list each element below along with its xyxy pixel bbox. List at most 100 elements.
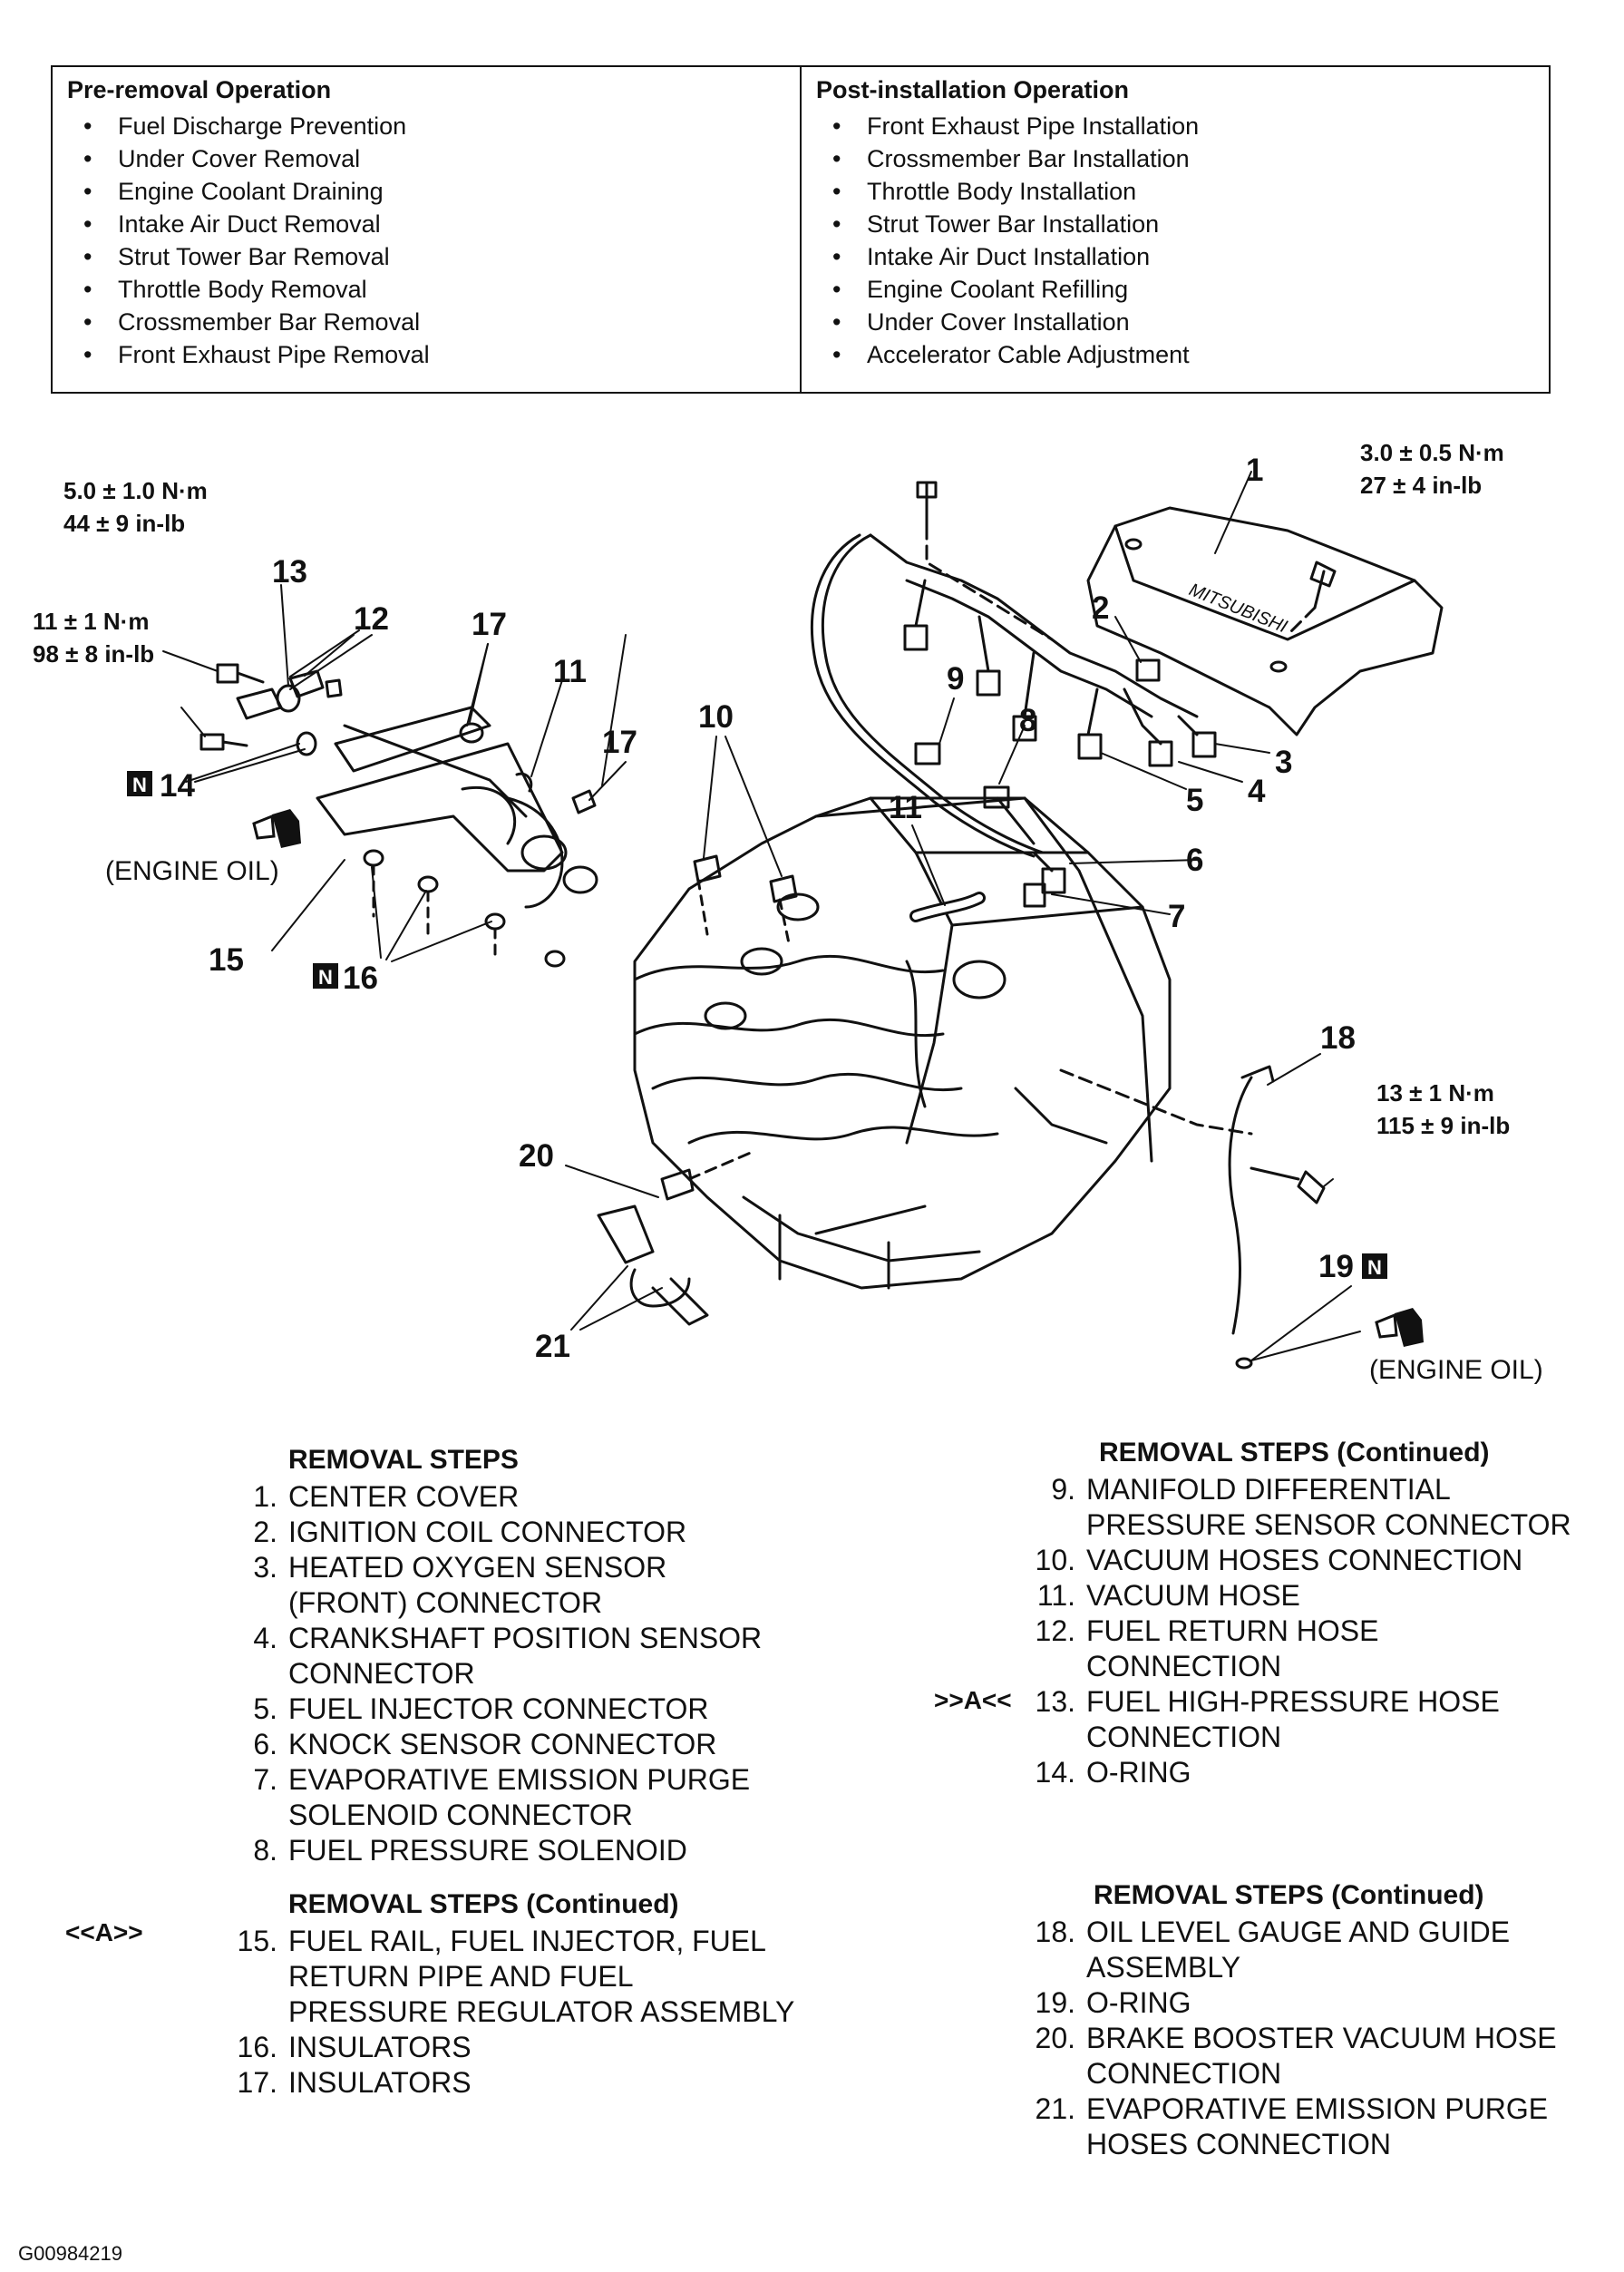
new-part-mark-icon (1362, 1253, 1387, 1279)
pre-removal-item: Engine Coolant Draining (83, 175, 785, 208)
step-number: 1. (253, 1480, 277, 1513)
bolt-drawing (216, 663, 265, 684)
new-part-mark: N (132, 774, 147, 796)
engine-oil-label: (ENGINE OIL) (105, 856, 279, 886)
step-text: O-RING (1086, 1986, 1191, 2019)
cover-logo-text: MITSUBISHI (1186, 580, 1290, 637)
callout-9: 9 (947, 661, 964, 697)
step-text: IGNITION COIL CONNECTOR (288, 1516, 687, 1548)
step-text: HEATED OXYGEN SENSOR (FRONT) CONNECTOR (288, 1551, 667, 1619)
step-number: 3. (253, 1551, 277, 1584)
callout-16: 16 (343, 960, 378, 996)
removal-steps-3: REMOVAL STEPS (Continued) 15.FUEL RAIL, … (227, 1887, 825, 2101)
removal-step: 20. BRAKE BOOSTER VACUUM HOSE CONNECTION (1025, 2021, 1605, 2092)
removal-step: 16. INSULATORS (227, 2030, 825, 2065)
step-number: 13. (1035, 1685, 1075, 1718)
step-text: MANIFOLD DIFFERENTIAL PRESSURE SENSOR CO… (1086, 1473, 1571, 1541)
callout-17: 17 (472, 607, 507, 642)
callout-14: 14 (160, 768, 195, 804)
callout-20: 20 (519, 1138, 554, 1174)
step-text: INSULATORS (288, 2031, 472, 2063)
pre-removal-column: Pre-removal Operation Fuel Discharge Pre… (53, 67, 800, 392)
post-installation-item: Under Cover Installation (832, 306, 1534, 338)
callout-5: 5 (1186, 783, 1203, 818)
step-text: EVAPORATIVE EMISSION PURGE SOLENOID CONN… (288, 1763, 751, 1831)
removal-steps-2: REMOVAL STEPS (Continued) 9.MANIFOLD DIF… (1025, 1435, 1605, 1790)
engine-block-drawing (633, 796, 1172, 1290)
torque-label: 98 ± 8 in-lb (33, 640, 154, 668)
callout-12: 12 (354, 601, 389, 637)
step-text: CENTER COVER (288, 1480, 520, 1513)
post-installation-list: Front Exhaust Pipe Installation Crossmem… (816, 110, 1534, 371)
step-number: 6. (253, 1728, 277, 1760)
callout-21: 21 (535, 1329, 570, 1364)
torque-label: 13 ± 1 N·m (1376, 1079, 1494, 1107)
step-number: 2. (253, 1516, 277, 1548)
step-text: BRAKE BOOSTER VACUUM HOSE CONNECTION (1086, 2022, 1557, 2090)
step-number: 12. (1035, 1614, 1075, 1647)
figure-code: G00984219 (18, 2242, 122, 2265)
step-text: OIL LEVEL GAUGE AND GUIDE ASSEMBLY (1086, 1916, 1511, 1984)
removal-steps-1: REMOVAL STEPS 1. CENTER COVER 2. IGNITION … (227, 1442, 825, 1868)
callout-13: 13 (272, 554, 307, 590)
step-number: 17. (237, 2066, 277, 2099)
post-installation-item: Crossmember Bar Installation (832, 142, 1534, 175)
removal-step: 12. FUEL RETURN HOSE CONNECTION (1025, 1614, 1605, 1684)
step-number: 8. (253, 1834, 277, 1867)
callout-10: 10 (698, 699, 734, 735)
torque-label: 115 ± 9 in-lb (1376, 1112, 1510, 1139)
engine-exploded-diagram: MITSUBISHI 5.0 ± 1.0 N·m 44 ± 9 in-lb 11… (33, 439, 1543, 1385)
new-part-mark: N (1367, 1256, 1382, 1279)
step-text: CRANKSHAFT POSITION SENSOR CONNECTOR (288, 1622, 763, 1690)
step-number: 4. (253, 1622, 277, 1654)
removal-steps-title: REMOVAL STEPS (288, 1445, 519, 1475)
removal-steps-title: REMOVAL STEPS (Continued) (1099, 1438, 1490, 1468)
bolt-drawing (199, 733, 248, 751)
step-text: VACUUM HOSE (1086, 1579, 1300, 1612)
removal-step: 1. CENTER COVER (227, 1479, 825, 1515)
post-installation-title: Post-installation Operation (816, 76, 1130, 103)
removal-step: 18. OIL LEVEL GAUGE AND GUIDE ASSEMBLY (1025, 1915, 1605, 1985)
step-text: EVAPORATIVE EMISSION PURGE HOSES CONNECT… (1086, 2092, 1549, 2160)
procedure-marker: <<A>> (65, 1918, 143, 1946)
torque-label: 44 ± 9 in-lb (63, 510, 185, 537)
bolt-drawing (1309, 561, 1337, 609)
step-text: FUEL PRESSURE SOLENOID (288, 1834, 687, 1867)
torque-label: 3.0 ± 0.5 N·m (1360, 439, 1504, 466)
removal-step: 17.INSULATORS (227, 2065, 825, 2101)
callout-4: 4 (1248, 774, 1266, 809)
new-part-mark-icon (313, 963, 338, 989)
removal-step: 2. IGNITION COIL CONNECTOR (227, 1515, 825, 1550)
callout-8: 8 (1019, 703, 1036, 738)
pre-removal-item: Front Exhaust Pipe Removal (83, 338, 785, 371)
callout-11: 11 (889, 790, 922, 825)
step-number: 16. (237, 2031, 277, 2063)
removal-step: 19.O-RING (1025, 1985, 1605, 2021)
pre-removal-title: Pre-removal Operation (67, 76, 332, 103)
step-number: 14. (1035, 1756, 1075, 1789)
pre-removal-item: Strut Tower Bar Removal (83, 240, 785, 273)
post-installation-item: Engine Coolant Refilling (832, 273, 1534, 306)
callout-15: 15 (209, 942, 244, 978)
wiring-harness-drawing (810, 533, 1217, 908)
callout-3: 3 (1275, 745, 1292, 780)
step-number: 15. (237, 1925, 277, 1957)
bolt-drawing (916, 481, 938, 528)
step-number: 20. (1035, 2022, 1075, 2054)
post-installation-item: Accelerator Cable Adjustment (832, 338, 1534, 371)
step-number: 5. (253, 1692, 277, 1725)
pre-removal-item: Fuel Discharge Prevention (83, 110, 785, 142)
pre-removal-item: Crossmember Bar Removal (83, 306, 785, 338)
step-number: 18. (1035, 1916, 1075, 1948)
new-part-mark-icon (127, 771, 152, 796)
removal-steps-title: REMOVAL STEPS (Continued) (1094, 1880, 1484, 1910)
pre-removal-item: Throttle Body Removal (83, 273, 785, 306)
removal-step: 6.KNOCK SENSOR CONNECTOR (227, 1727, 825, 1762)
step-text: FUEL RETURN HOSE CONNECTION (1086, 1614, 1379, 1682)
callout-2: 2 (1092, 590, 1109, 626)
engine-oil-can-icon (252, 809, 301, 848)
post-installation-item: Intake Air Duct Installation (832, 240, 1534, 273)
removal-step: 7.EVAPORATIVE EMISSION PURGE SOLENOID CO… (227, 1762, 825, 1833)
callout-17: 17 (602, 725, 637, 760)
torque-label: 27 ± 4 in-lb (1360, 472, 1482, 499)
